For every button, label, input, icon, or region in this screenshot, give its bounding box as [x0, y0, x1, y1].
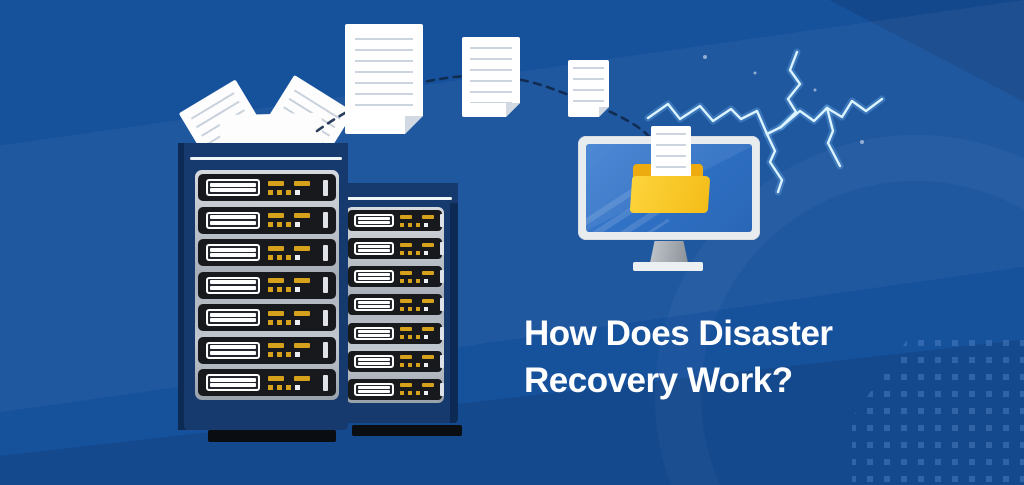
power-bar-icon — [323, 374, 328, 391]
drive-tray-icon — [354, 242, 394, 256]
server-unit — [198, 239, 336, 266]
power-bar-icon — [440, 298, 444, 312]
rack-shadow — [208, 430, 336, 442]
rack-shadow — [352, 425, 462, 436]
led-lights — [400, 383, 434, 396]
drive-tray-icon — [206, 276, 260, 294]
server-unit — [348, 210, 444, 231]
rack-lid — [338, 183, 458, 203]
server-unit — [348, 322, 444, 344]
server-unit — [348, 266, 444, 288]
power-bar-icon — [440, 382, 444, 396]
power-bar-icon — [323, 244, 328, 261]
drive-tray-icon — [354, 214, 394, 227]
led-lights — [268, 310, 315, 325]
power-bar-icon — [440, 242, 444, 256]
power-bar-icon — [323, 342, 328, 358]
led-lights — [268, 278, 315, 292]
folder-front-flap — [629, 176, 711, 213]
server-unit — [198, 206, 336, 234]
page-title: How Does Disaster Recovery Work? — [524, 310, 833, 404]
server-unit — [348, 350, 444, 372]
drive-tray-icon — [354, 298, 394, 312]
server-rack-back — [338, 183, 462, 443]
server-unit — [348, 238, 444, 260]
led-lights — [268, 245, 315, 260]
power-bar-icon — [440, 270, 444, 284]
led-lights — [268, 375, 315, 390]
led-lights — [400, 298, 434, 311]
drive-tray-icon — [206, 179, 260, 196]
drive-tray-icon — [354, 382, 394, 396]
drive-tray-icon — [354, 326, 394, 340]
power-bar-icon — [323, 179, 328, 196]
power-bar-icon — [323, 277, 328, 293]
title-line-2: Recovery Work? — [524, 361, 793, 400]
server-rack-front — [178, 74, 354, 448]
title-line-1: How Does Disaster — [524, 314, 833, 353]
server-unit — [198, 174, 336, 201]
server-unit — [198, 304, 336, 331]
rack-body — [184, 163, 348, 430]
server-unit — [198, 369, 336, 396]
server-unit — [348, 294, 444, 316]
server-unit — [198, 336, 336, 364]
led-lights — [400, 327, 434, 340]
monitor-stand — [650, 241, 688, 263]
drive-tray-icon — [206, 244, 260, 261]
led-lights — [400, 242, 434, 255]
led-lights — [268, 213, 315, 227]
document-icon — [651, 126, 691, 178]
led-lights — [268, 180, 315, 195]
led-lights — [268, 343, 315, 357]
document-icon — [462, 37, 520, 117]
server-unit — [348, 378, 444, 400]
led-lights — [400, 214, 434, 227]
power-bar-icon — [323, 212, 328, 228]
monitor-base — [633, 262, 703, 271]
drive-tray-icon — [206, 211, 260, 229]
led-lights — [400, 355, 434, 368]
document-icon — [568, 60, 609, 117]
drive-tray-icon — [206, 341, 260, 359]
drive-tray-icon — [206, 374, 260, 391]
power-bar-icon — [440, 326, 444, 340]
power-bar-icon — [440, 214, 444, 227]
drive-tray-icon — [206, 309, 260, 326]
server-unit — [198, 271, 336, 299]
led-lights — [400, 270, 434, 283]
power-bar-icon — [440, 354, 444, 368]
rack-body — [338, 203, 458, 423]
rack-side-panel — [178, 143, 187, 430]
document-icon — [345, 24, 423, 134]
drive-tray-icon — [354, 270, 394, 284]
rack-lid — [184, 143, 348, 163]
drive-tray-icon — [354, 354, 394, 368]
power-bar-icon — [323, 309, 328, 326]
